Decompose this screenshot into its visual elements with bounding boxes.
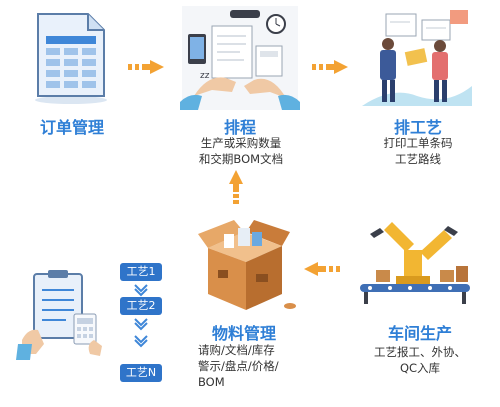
chevron-down-icon (134, 335, 148, 348)
step-chip: 工艺N (120, 364, 162, 382)
schedule-title: 排程 (223, 118, 256, 137)
workshop-desc-line: QC入库 (399, 361, 441, 375)
arrow-right-1 (128, 60, 164, 74)
schedule-desc-line: 和交期BOM文档 (198, 152, 284, 166)
workshop-title: 车间生产 (387, 324, 452, 343)
workshop-desc: 工艺报工、外协、 QC入库 (362, 344, 478, 376)
workshop-desc-line: 工艺报工、外协、 (374, 345, 466, 359)
process-team-illustration (362, 10, 472, 106)
material-desc-line: BOM (198, 375, 225, 389)
arrow-left-1 (304, 262, 340, 276)
order-title: 订单管理 (39, 118, 104, 137)
step-chip: 工艺2 (120, 297, 162, 315)
material-desc: 请购/文档/库存 警示/盘点/价格/ BOM (198, 342, 308, 390)
svg-text:zz: zz (200, 71, 210, 81)
clipboard-illustration (16, 270, 102, 360)
chevron-down-icon (134, 284, 148, 297)
order-document-icon (35, 13, 107, 104)
arrow-right-2 (312, 60, 348, 74)
chevron-down-icon (134, 318, 148, 331)
step-chip: 工艺1 (120, 263, 162, 281)
material-title: 物料管理 (211, 324, 276, 343)
schedule-desc: 生产或采购数量 和交期BOM文档 (186, 135, 296, 167)
schedule-desk-illustration: zz (180, 6, 300, 110)
process-title: 排工艺 (393, 118, 442, 137)
process-desc: 打印工单条码 工艺路线 (372, 135, 464, 167)
arrow-up-1 (229, 170, 243, 204)
robot-arm-illustration (360, 222, 470, 304)
process-desc-line: 工艺路线 (395, 152, 441, 166)
material-desc-line: 请购/文档/库存 (198, 343, 275, 357)
material-desc-line: 警示/盘点/价格/ (198, 359, 279, 373)
process-desc-line: 打印工单条码 (383, 136, 453, 150)
schedule-desc-line: 生产或采购数量 (200, 136, 282, 150)
material-box-illustration (198, 220, 296, 310)
